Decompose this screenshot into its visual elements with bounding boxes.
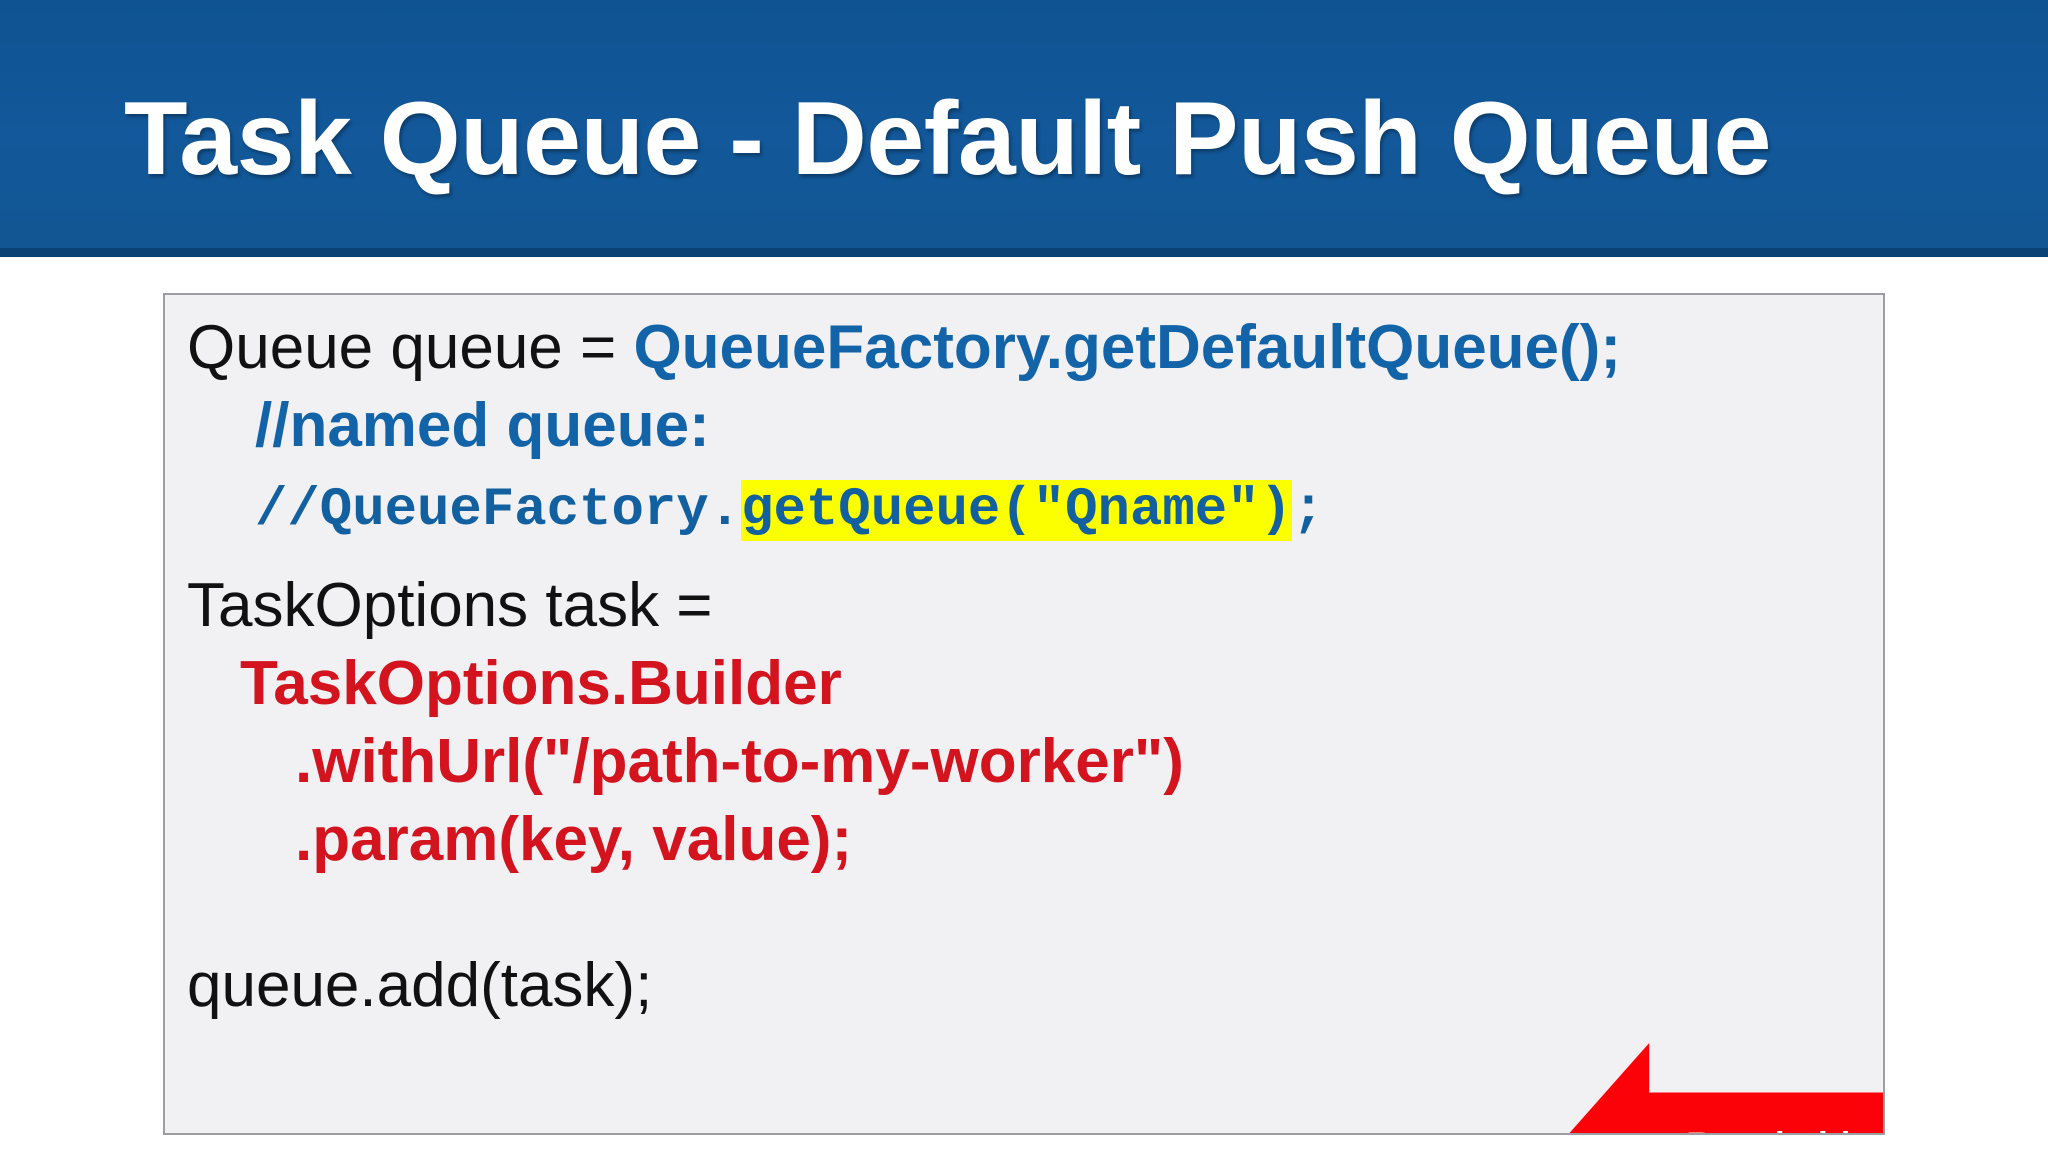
slide-title: Task Queue - Default Push Queue [124, 81, 1771, 197]
code-line-8: queue.add(task); [187, 955, 652, 1017]
code-token-taskoptions-builder: TaskOptions.Builder [240, 649, 842, 718]
code-line-4: TaskOptions task = [187, 575, 713, 637]
code-line-2: //named queue: [255, 395, 710, 457]
slide-header-band [0, 0, 2048, 248]
code-token-taskoptions-declaration: TaskOptions task = [187, 571, 713, 640]
code-line-1: Queue queue = QueueFactory.getDefaultQue… [187, 317, 1621, 379]
code-token-get-queue-highlight: getQueue("Qname") [741, 480, 1292, 541]
reachable-servlet-callout: Reachable Servlet [1558, 1043, 1883, 1133]
code-token-semicolon: ; [1291, 480, 1325, 541]
callout-label: Reachable Servlet [1653, 1043, 1883, 1133]
code-token-queuefactory-comment: //QueueFactory. [255, 480, 742, 541]
code-token-get-default-queue: QueueFactory.getDefaultQueue(); [633, 313, 1621, 382]
code-token-queue-add: queue.add(task); [187, 951, 653, 1020]
slide-header-underline [0, 248, 2048, 257]
code-line-5: TaskOptions.Builder [240, 653, 842, 715]
code-token-with-url: .withUrl("/path-to-my-worker") [295, 727, 1184, 796]
code-token-declaration: Queue queue = [187, 313, 634, 382]
code-panel: Queue queue = QueueFactory.getDefaultQue… [163, 293, 1885, 1135]
code-line-6: .withUrl("/path-to-my-worker") [295, 731, 1184, 793]
code-line-7: .param(key, value); [295, 809, 852, 871]
code-token-param: .param(key, value); [295, 805, 853, 874]
code-token-named-queue-comment: //named queue: [255, 391, 710, 460]
code-line-3: //QueueFactory.getQueue("Qname"); [255, 473, 1324, 542]
